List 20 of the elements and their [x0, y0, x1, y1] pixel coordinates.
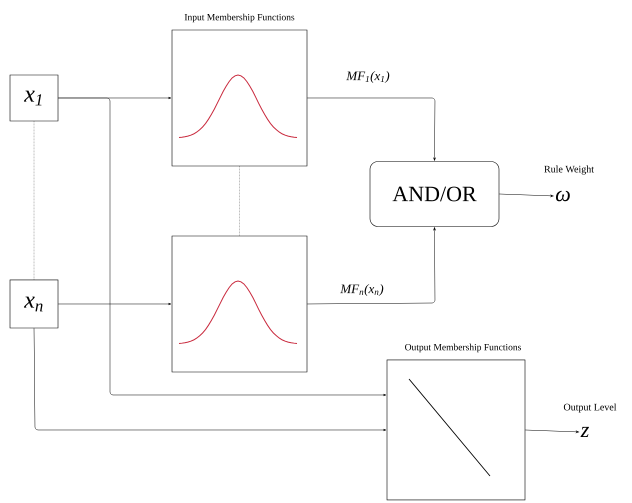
arrow — [307, 227, 436, 304]
symbol: z — [580, 426, 589, 438]
arrow — [525, 430, 580, 434]
operator-box: AND/OR — [370, 161, 500, 227]
symbol-caption: Rule Weight — [544, 165, 594, 175]
variable-box: x$_{n}$ — [10, 280, 58, 328]
variable-box: x$_{1}$ — [10, 74, 58, 122]
arrow — [34, 328, 386, 432]
symbol: ω — [556, 190, 570, 202]
dotted-line — [239, 166, 240, 236]
arrow — [307, 98, 436, 161]
edge-label: MF$_{n}$(x$_{n}$) — [340, 284, 384, 296]
box-heading: Output Membership Functions — [405, 344, 521, 352]
edge-label: MF$_{1}$(x$_{1}$) — [346, 71, 390, 83]
arrow — [58, 302, 172, 306]
arrow — [58, 98, 386, 396]
function-box — [172, 236, 308, 372]
box-heading: Input Membership Functions — [184, 14, 294, 22]
symbol-caption: Output Level — [564, 403, 616, 413]
arrow — [499, 194, 554, 198]
